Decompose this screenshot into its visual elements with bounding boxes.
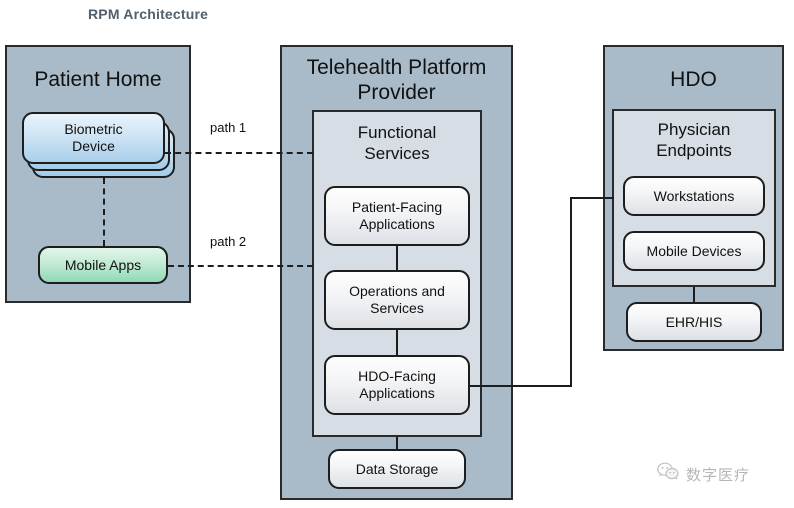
connector-path2-label: path 2	[210, 234, 247, 249]
connector-path1	[165, 152, 313, 154]
node-workstations[interactable]: Workstations	[623, 176, 765, 216]
node-patient-facing-label-line1: Patient-Facing	[351, 199, 443, 215]
node-hdo-facing-applications-label: HDO-Facing Applications	[352, 368, 442, 402]
node-patient-facing-applications[interactable]: Patient-Facing Applications	[324, 186, 470, 246]
group-functional-services-title-line2: Services	[364, 144, 430, 163]
node-biometric-device-label-line1: Biometric	[64, 121, 123, 137]
node-data-storage-label: Data Storage	[355, 460, 439, 477]
zone-telehealth-title-line1: Telehealth Platform	[306, 56, 487, 79]
node-workstations-label: Workstations	[653, 187, 735, 204]
connector-functional-services-to-data-storage	[396, 437, 398, 449]
node-hdo-facing-applications[interactable]: HDO-Facing Applications	[324, 355, 470, 415]
group-functional-services-title: Functional Services	[314, 122, 480, 164]
connector-physician-endpoints-to-ehr-his	[693, 287, 695, 302]
node-biometric-device[interactable]: Biometric Device	[22, 112, 165, 164]
node-mobile-apps-label: Mobile Apps	[64, 256, 142, 273]
group-physician-endpoints-title-line1: Physician	[657, 120, 731, 139]
node-biometric-device-label-line2: Device	[72, 138, 115, 154]
node-operations-label-line1: Operations and	[349, 283, 445, 299]
page-title: RPM Architecture	[88, 6, 209, 22]
node-patient-facing-applications-label: Patient-Facing Applications	[346, 199, 448, 233]
connector-operations-to-hdo-facing	[396, 330, 398, 355]
node-ehr-his-label: EHR/HIS	[665, 313, 723, 330]
zone-telehealth-title: Telehealth Platform Provider	[282, 55, 511, 105]
node-ehr-his[interactable]: EHR/HIS	[626, 302, 762, 342]
node-patient-facing-label-line2: Applications	[359, 216, 435, 232]
watermark-text: 数字医疗	[686, 466, 751, 484]
node-hdo-facing-label-line2: Applications	[359, 385, 435, 401]
node-operations-label-line2: Services	[370, 300, 424, 316]
group-physician-endpoints-title-line2: Endpoints	[656, 141, 732, 160]
connector-path1-label: path 1	[210, 120, 247, 135]
connector-biometric-to-mobile-apps	[103, 178, 105, 246]
node-operations-and-services[interactable]: Operations and Services	[324, 270, 470, 330]
node-mobile-devices-label: Mobile Devices	[646, 242, 742, 259]
connector-hdo-facing-segment-in	[570, 197, 614, 199]
watermark: 数字医疗	[657, 462, 750, 486]
connector-path2	[168, 265, 313, 267]
node-biometric-device-label: Biometric Device	[58, 121, 128, 155]
node-data-storage[interactable]: Data Storage	[328, 449, 466, 489]
wechat-icon	[657, 462, 679, 486]
group-functional-services-title-line1: Functional	[357, 123, 437, 142]
node-mobile-apps[interactable]: Mobile Apps	[38, 246, 168, 284]
node-hdo-facing-label-line1: HDO-Facing	[358, 368, 436, 384]
connector-hdo-facing-segment-out	[470, 385, 572, 387]
zone-hdo-title: HDO	[670, 68, 717, 91]
node-operations-and-services-label: Operations and Services	[343, 283, 451, 317]
zone-telehealth-title-line2: Provider	[357, 81, 436, 104]
zone-patient-home-title: Patient Home	[34, 68, 162, 91]
node-mobile-devices[interactable]: Mobile Devices	[623, 231, 765, 271]
group-physician-endpoints-title: Physician Endpoints	[614, 119, 774, 161]
connector-patient-facing-to-operations	[396, 246, 398, 270]
connector-hdo-facing-segment-riser	[570, 197, 572, 387]
